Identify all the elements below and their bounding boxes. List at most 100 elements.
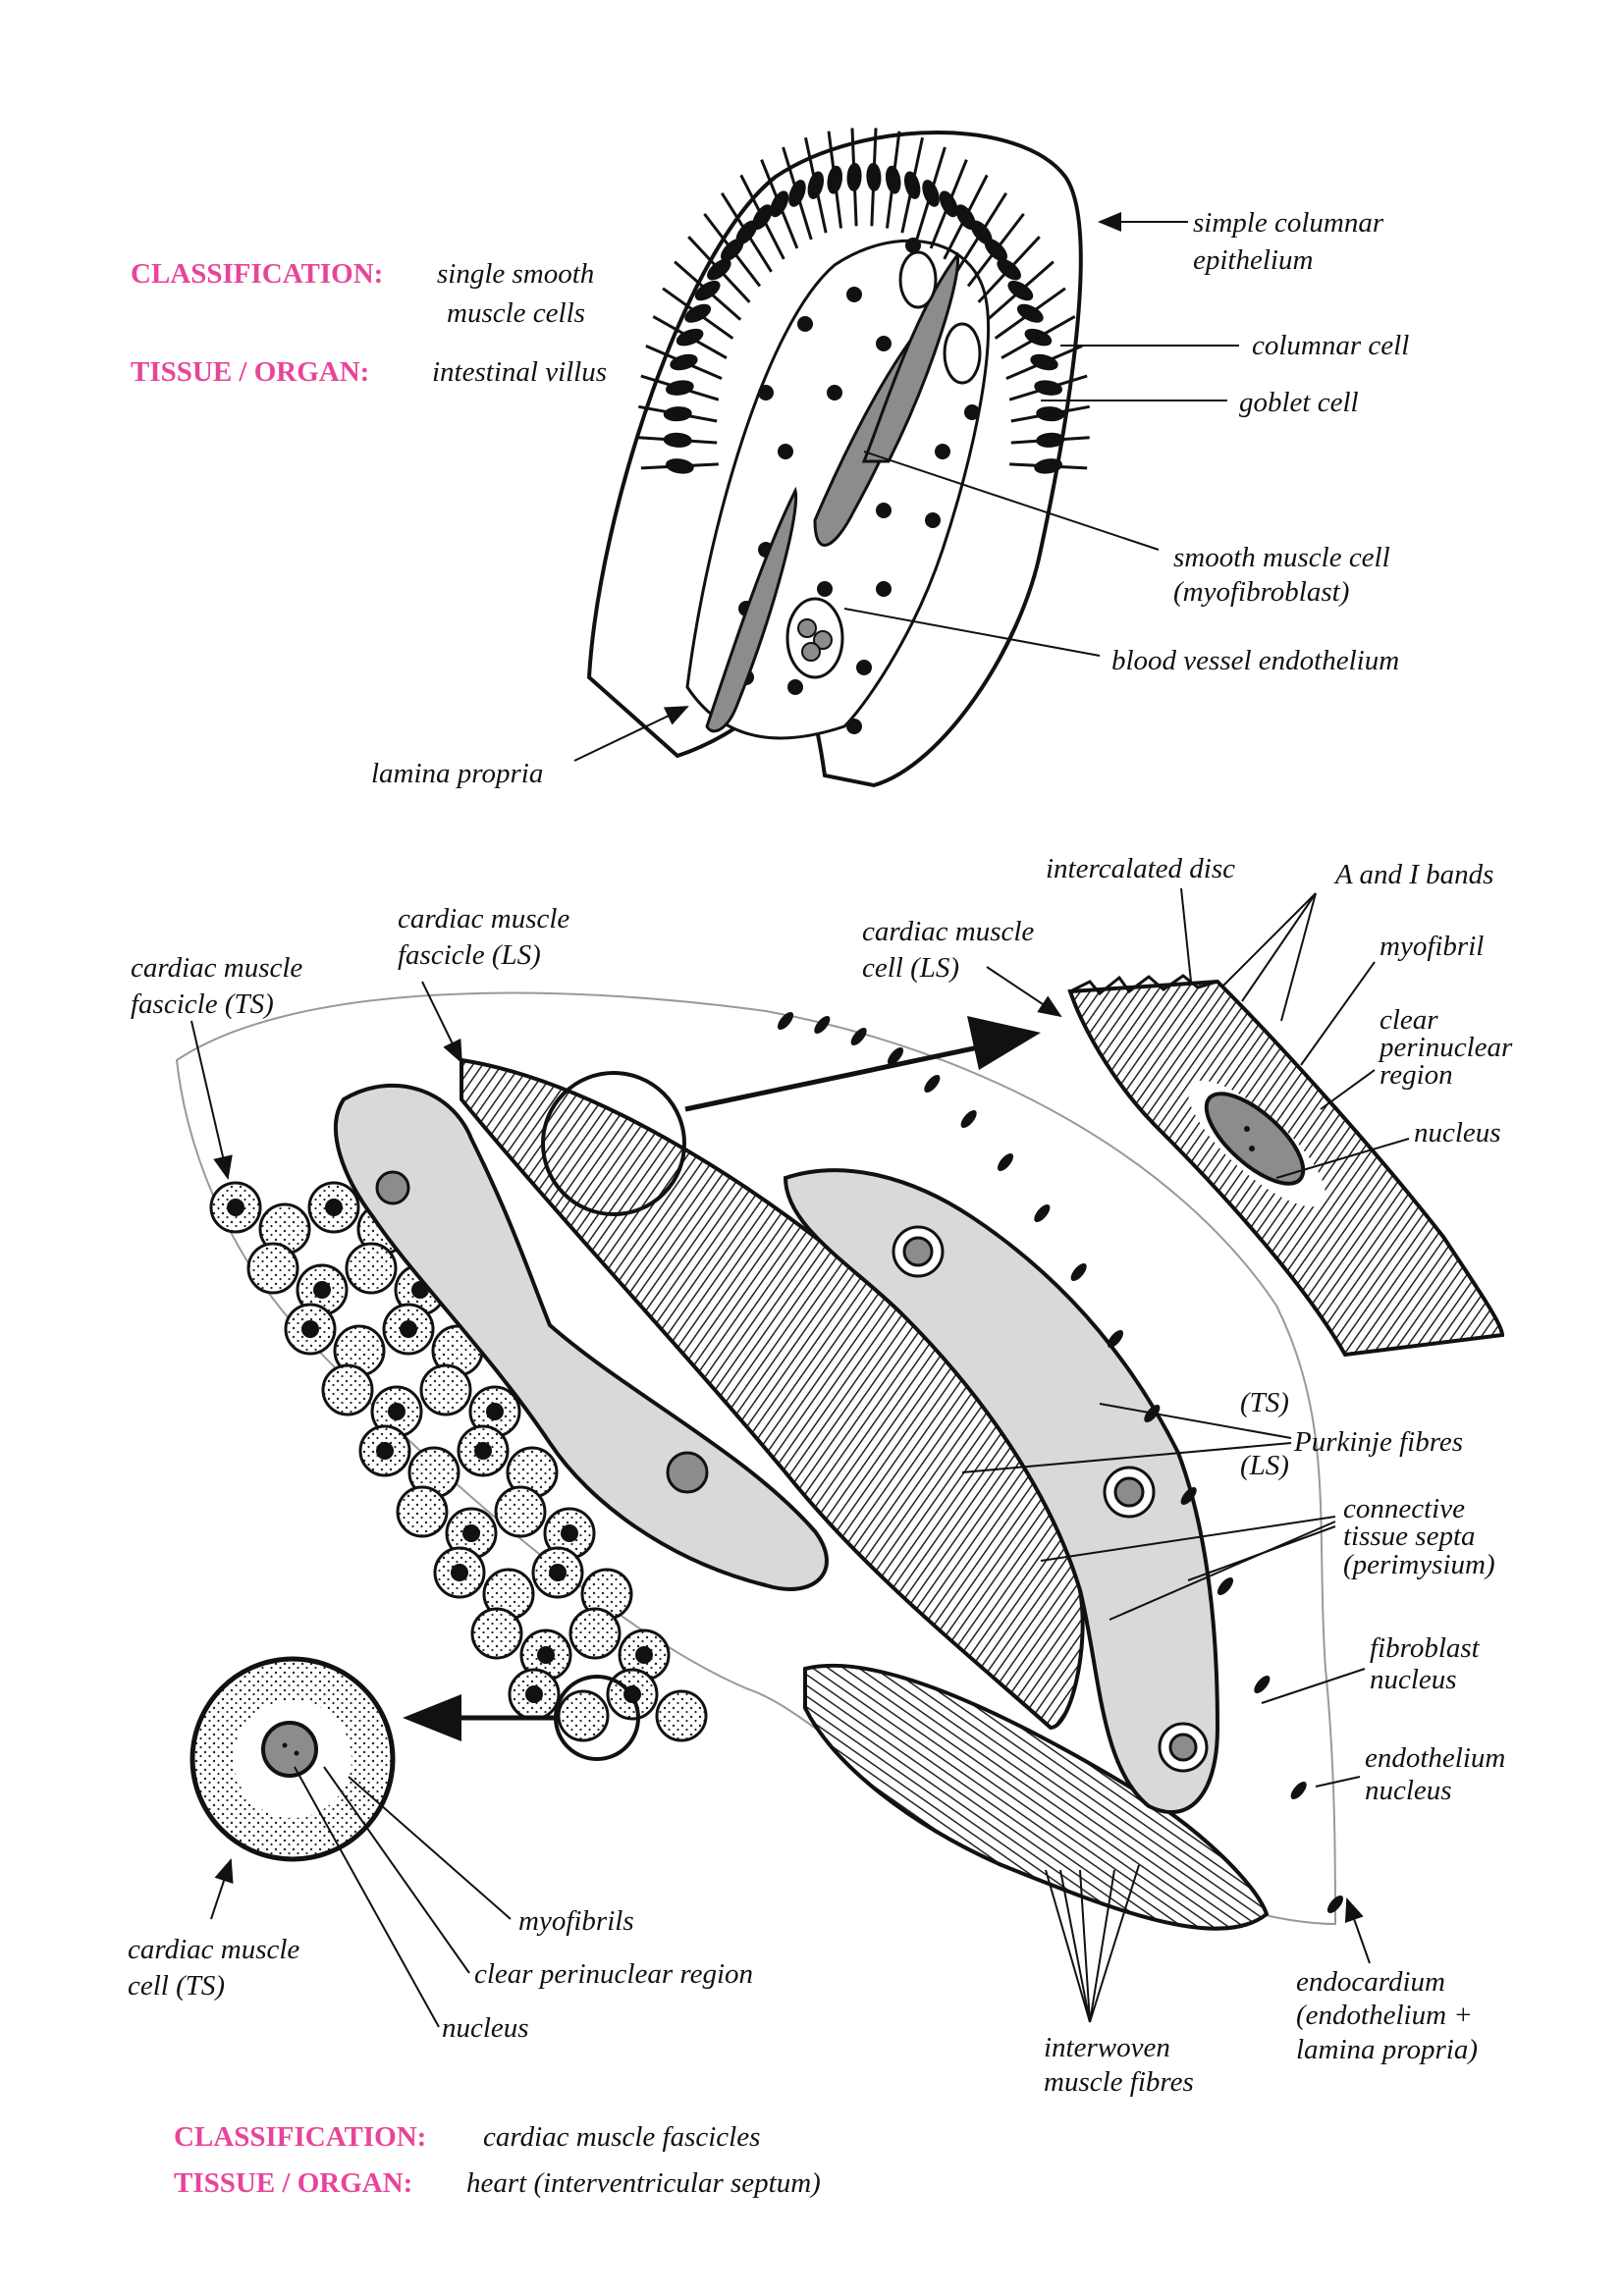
endothelium-nucleus: [850, 1027, 867, 1046]
lamina-cell-dot: [964, 404, 980, 420]
cardiac-cell-ts-enlarged: [189, 1656, 396, 1862]
ts-muscle-cell: [396, 1485, 449, 1538]
label-purkinje: Purkinje fibres: [1293, 1426, 1463, 1458]
endothelium-nucleus: [1254, 1675, 1271, 1694]
classification-value-top-1: single smooth: [437, 258, 594, 290]
tissue-heading-bottom: TISSUE / ORGAN:: [174, 2167, 412, 2199]
label-columnar-cell: columnar cell: [1252, 330, 1409, 361]
ts-nucleus: [227, 1199, 244, 1216]
lamina-cell-dot: [758, 385, 774, 400]
lamina-cell-dot: [925, 512, 941, 528]
epithelial-nucleus: [663, 432, 692, 448]
epithelial-nucleus: [984, 239, 1007, 262]
villus-drawing: [586, 128, 1090, 788]
tissue-value-top: intestinal villus: [432, 356, 607, 388]
ts-nucleus: [301, 1320, 319, 1338]
label-intercalated-disc: intercalated disc: [1046, 853, 1235, 884]
epithelial-nucleus: [676, 328, 704, 347]
endothelium-nucleus: [924, 1074, 941, 1094]
endothelium-nucleus: [1326, 1895, 1344, 1914]
ts-nucleus: [376, 1442, 394, 1460]
ts-muscle-cell: [321, 1363, 374, 1416]
label-fibroblast-1: fibroblast: [1370, 1632, 1481, 1664]
label-clear-perinuclear-ts: clear perinuclear region: [474, 1958, 753, 1990]
classification-value-bottom: cardiac muscle fascicles: [483, 2121, 760, 2153]
lamina-cell-dot: [817, 581, 833, 597]
label-cell-ls-1: cardiac muscle: [862, 916, 1034, 947]
epithelial-nucleus: [670, 353, 698, 371]
epithelial-nucleus: [770, 190, 789, 218]
label-endothelium-2: nucleus: [1365, 1775, 1452, 1806]
epithelial-nucleus: [663, 406, 692, 422]
cardiac-cell-ls-enlarged: [1067, 974, 1505, 1358]
label-ct-septa-3: (perimysium): [1343, 1549, 1495, 1580]
label-fascicle-ts-1: cardiac muscle: [131, 952, 302, 984]
label-ct-septa-1: connective: [1343, 1493, 1465, 1524]
epithelial-nucleus: [788, 180, 806, 207]
epithelial-nucleus: [1016, 303, 1044, 323]
label-endocardium-3: lamina propria): [1296, 2034, 1478, 2065]
endothelium-nucleus: [887, 1046, 904, 1066]
epithelial-nucleus: [807, 171, 825, 199]
ts-nucleus: [400, 1320, 417, 1338]
label-interwoven-1: interwoven: [1044, 2032, 1170, 2063]
endothelium-nucleus: [1070, 1262, 1087, 1282]
epithelial-nucleus: [665, 458, 694, 474]
ts-muscle-cell: [655, 1689, 708, 1742]
epithelial-nucleus: [846, 162, 862, 191]
label-clear-perinuclear-1: clear: [1380, 1004, 1438, 1036]
ts-nucleus: [474, 1442, 492, 1460]
epithelial-nucleus: [1034, 380, 1063, 396]
ts-nucleus: [313, 1281, 331, 1299]
endothelium-nucleus: [1290, 1781, 1307, 1800]
classification-value-top-2: muscle cells: [447, 297, 585, 329]
label-fascicle-ls-2: fascicle (LS): [398, 939, 541, 971]
lamina-cell-dot: [787, 679, 803, 695]
label-cell-ts-1: cardiac muscle: [128, 1934, 299, 1965]
endothelium-nucleus: [1217, 1576, 1234, 1596]
ts-muscle-cell: [419, 1363, 472, 1416]
epithelial-nucleus: [1034, 458, 1063, 474]
lamina-cell-dot: [876, 503, 892, 518]
cardiac-tissue-drawing: [175, 991, 1344, 1931]
arrow-icon: [403, 1694, 461, 1741]
label-fascicle-ls-1: cardiac muscle: [398, 903, 569, 934]
label-ls-tag: (LS): [1240, 1450, 1289, 1481]
epithelial-nucleus: [885, 165, 901, 194]
classification-heading-top: CLASSIFICATION:: [131, 258, 383, 290]
lamina-cell-dot: [797, 316, 813, 332]
ts-nucleus: [537, 1646, 555, 1664]
epithelial-nucleus: [903, 171, 921, 199]
label-endocardium-2: (endothelium +: [1296, 2000, 1473, 2031]
lamina-cell-dot: [827, 385, 842, 400]
ts-muscle-cell: [494, 1485, 547, 1538]
ts-muscle-cell: [557, 1689, 610, 1742]
ts-muscle-cell: [470, 1607, 523, 1660]
epithelial-nucleus: [694, 280, 721, 301]
ts-muscle-cell: [345, 1242, 398, 1295]
lamina-cell-dot: [846, 719, 862, 734]
lamina-cell-dot: [876, 336, 892, 351]
label-smooth-muscle-2: (myofibroblast): [1173, 576, 1349, 608]
epithelial-nucleus: [866, 162, 882, 191]
endothelium-nucleus: [1107, 1329, 1124, 1349]
epithelial-nucleus: [1036, 406, 1065, 422]
label-myofibril: myofibril: [1380, 931, 1484, 962]
label-endothelium-1: endothelium: [1365, 1742, 1505, 1774]
label-clear-perinuclear-3: region: [1380, 1059, 1453, 1091]
epithelial-nucleus: [827, 165, 843, 194]
ts-nucleus: [635, 1646, 653, 1664]
tissue-value-bottom: heart (interventricular septum): [466, 2167, 821, 2199]
ts-nucleus: [462, 1524, 480, 1542]
label-simple-columnar-1: simple columnar: [1193, 207, 1384, 239]
ts-nucleus: [388, 1403, 406, 1420]
ts-muscle-cell: [246, 1242, 299, 1295]
endothelium-nucleus: [814, 1015, 831, 1035]
lamina-cell-dot: [905, 238, 921, 253]
label-ct-septa-2: tissue septa: [1343, 1521, 1476, 1552]
label-interwoven-2: muscle fibres: [1044, 2066, 1194, 2098]
epithelial-nucleus: [922, 180, 940, 207]
epithelial-nucleus: [1036, 432, 1065, 448]
tissue-heading-top: TISSUE / ORGAN:: [131, 356, 369, 388]
